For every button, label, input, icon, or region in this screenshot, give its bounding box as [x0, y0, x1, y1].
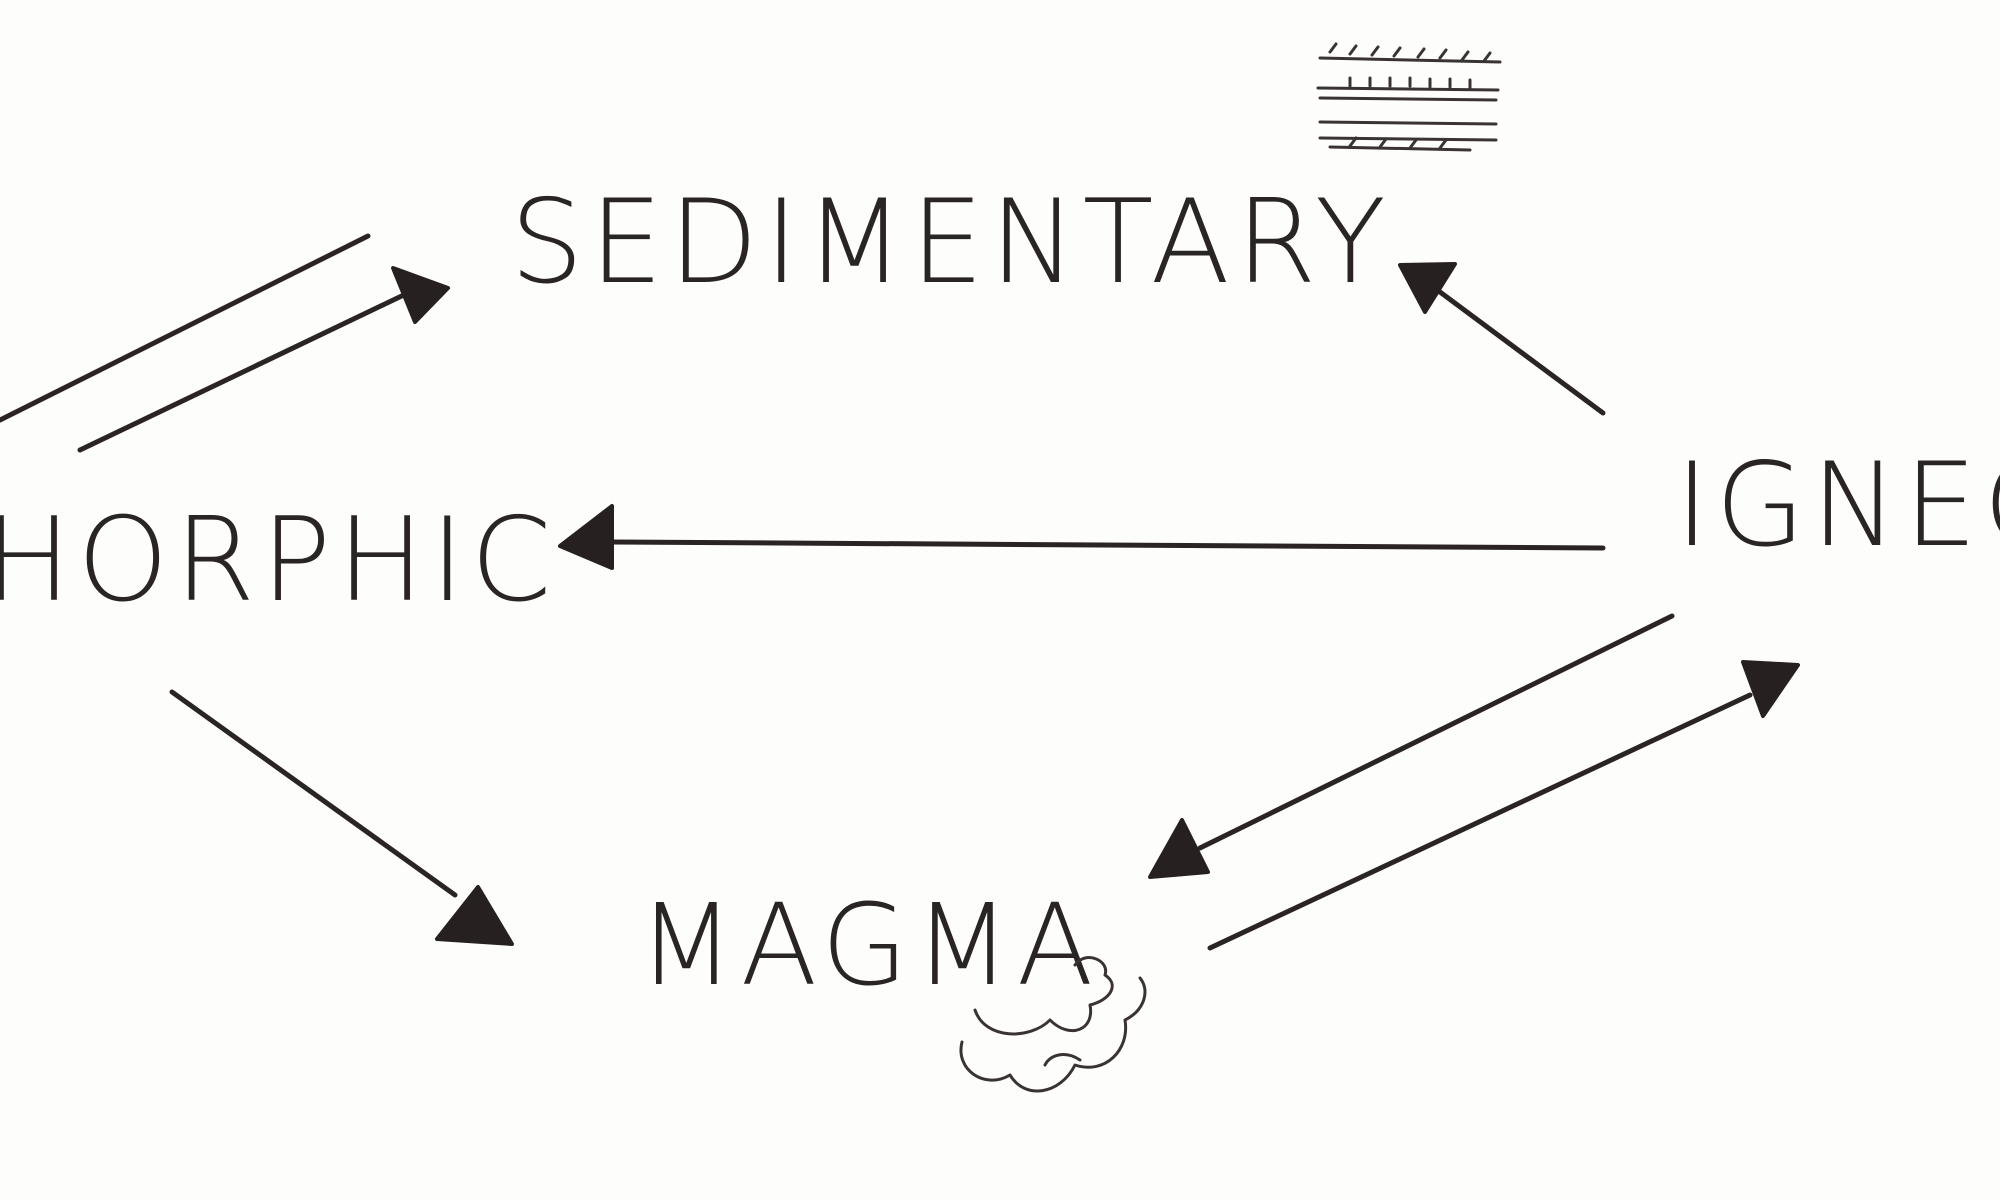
arrow-metamorphic-to-sedimentary-upper — [0, 233, 371, 423]
magma-cloud-icon — [959, 956, 1147, 1093]
arrow-igneous-to-metamorphic — [558, 504, 1606, 570]
igneous-label: IGNEC — [1675, 438, 2000, 573]
metamorphic-label: HORPHIC — [0, 493, 558, 628]
sedimentary-label: SEDIMENTARY — [510, 175, 1392, 310]
rock-strata-icon — [1316, 42, 1502, 152]
arrow-magma-to-igneous — [1207, 660, 1800, 951]
arrow-metamorphic-to-sedimentary — [77, 266, 450, 453]
arrow-metamorphic-to-magma — [169, 689, 514, 946]
arrow-igneous-to-sedimentary — [1398, 262, 1606, 416]
magma-label: MAGMA — [638, 881, 1099, 1011]
arrow-igneous-to-magma — [1148, 613, 1675, 879]
